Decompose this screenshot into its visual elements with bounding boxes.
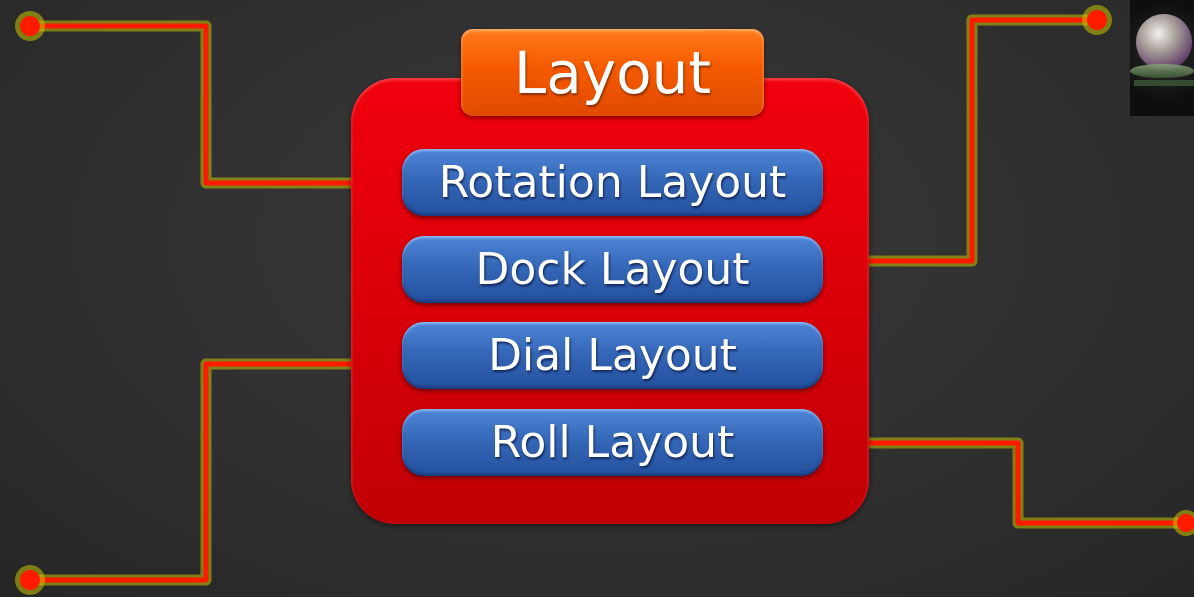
connector-dock	[831, 5, 1112, 276]
connector-rotation	[15, 11, 397, 198]
dock-layout-label: Dock Layout	[475, 243, 750, 295]
roll-layout-label: Roll Layout	[490, 416, 735, 468]
layout-title: Layout	[513, 38, 712, 107]
layout-title-tab: Layout	[461, 29, 764, 116]
connector-roll	[831, 428, 1194, 536]
rotation-layout-button[interactable]: Rotation Layout	[402, 149, 823, 216]
connector-dial	[15, 349, 397, 595]
rotation-layout-label: Rotation Layout	[438, 156, 787, 208]
dock-layout-button[interactable]: Dock Layout	[402, 236, 823, 303]
base-shape	[1134, 80, 1194, 86]
globe-thumbnail-image	[1130, 0, 1194, 116]
dial-layout-label: Dial Layout	[488, 329, 737, 381]
roll-layout-button[interactable]: Roll Layout	[402, 409, 823, 476]
ring-shape	[1130, 64, 1194, 78]
dial-layout-button[interactable]: Dial Layout	[402, 322, 823, 389]
globe-icon	[1136, 14, 1192, 70]
